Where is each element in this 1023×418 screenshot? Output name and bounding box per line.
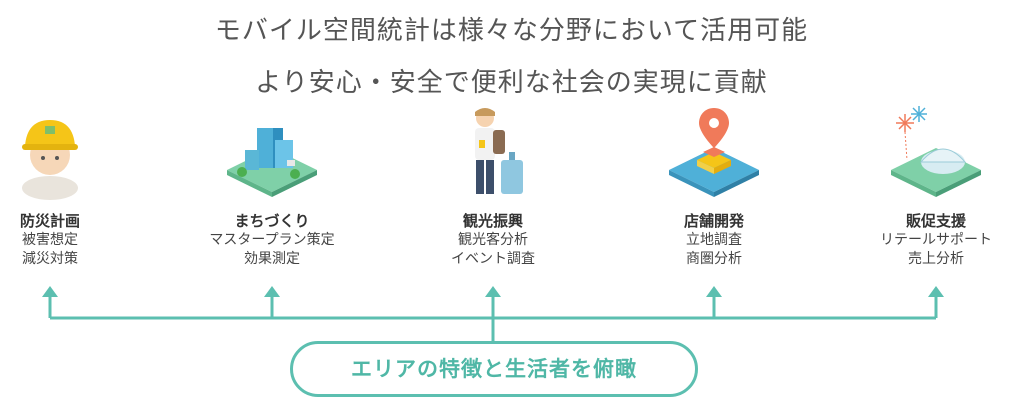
item-desc-line: リテールサポート — [880, 232, 992, 248]
headline-line-2: より安心・安全で便利な社会の実現に貢献 — [255, 68, 768, 98]
arrow-head-3 — [485, 286, 501, 297]
dome-fireworks-icon — [891, 106, 981, 197]
tourist-icon — [475, 108, 523, 194]
item-desc-line: 売上分析 — [908, 251, 964, 267]
item-title: 防災計画 — [19, 212, 80, 230]
map-pin-icon — [669, 108, 759, 197]
item-desc-line: マスタープラン策定 — [209, 232, 335, 248]
item-desc: リテールサポート 売上分析 — [851, 231, 1021, 269]
item-title: 販促支援 — [905, 212, 966, 230]
arrow-head-2 — [264, 286, 280, 297]
arrow-head-1 — [42, 286, 58, 297]
item-bousai: 防災計画 被害想定 減災対策 — [0, 100, 135, 269]
item-desc: 立地調査 商圏分析 — [629, 231, 799, 269]
item-title: 観光振興 — [462, 212, 523, 230]
item-desc: 被害想定 減災対策 — [0, 231, 135, 269]
item-desc-line: 商圏分析 — [686, 251, 742, 267]
headline-line-1: モバイル空間統計は様々な分野において活用可能 — [214, 16, 809, 46]
item-desc-line: 被害想定 — [22, 232, 78, 248]
arrow-head-4 — [706, 286, 722, 297]
city-blocks-icon — [227, 128, 317, 197]
center-summary-label: エリアの特徴と生活者を俯瞰 — [290, 341, 698, 397]
item-desc-line: イベント調査 — [451, 251, 535, 267]
item-desc-line: 立地調査 — [686, 232, 742, 248]
item-kankou: 観光振興 観光客分析 イベント調査 — [408, 100, 578, 269]
item-desc-line: 減災対策 — [22, 251, 78, 267]
item-machizukuri: まちづくり マスタープラン策定 効果測定 — [187, 100, 357, 269]
item-desc: マスタープラン策定 効果測定 — [187, 231, 357, 269]
item-tenpo: 店舗開発 立地調査 商圏分析 — [629, 100, 799, 269]
item-hansoku: 販促支援 リテールサポート 売上分析 — [851, 100, 1021, 269]
hardhat-worker-icon — [22, 120, 78, 200]
arrow-head-5 — [928, 286, 944, 297]
item-title: 店舗開発 — [683, 212, 744, 230]
item-desc: 観光客分析 イベント調査 — [408, 231, 578, 269]
item-desc-line: 観光客分析 — [458, 232, 528, 248]
item-title: まちづくり — [234, 212, 310, 230]
item-desc-line: 効果測定 — [244, 251, 300, 267]
